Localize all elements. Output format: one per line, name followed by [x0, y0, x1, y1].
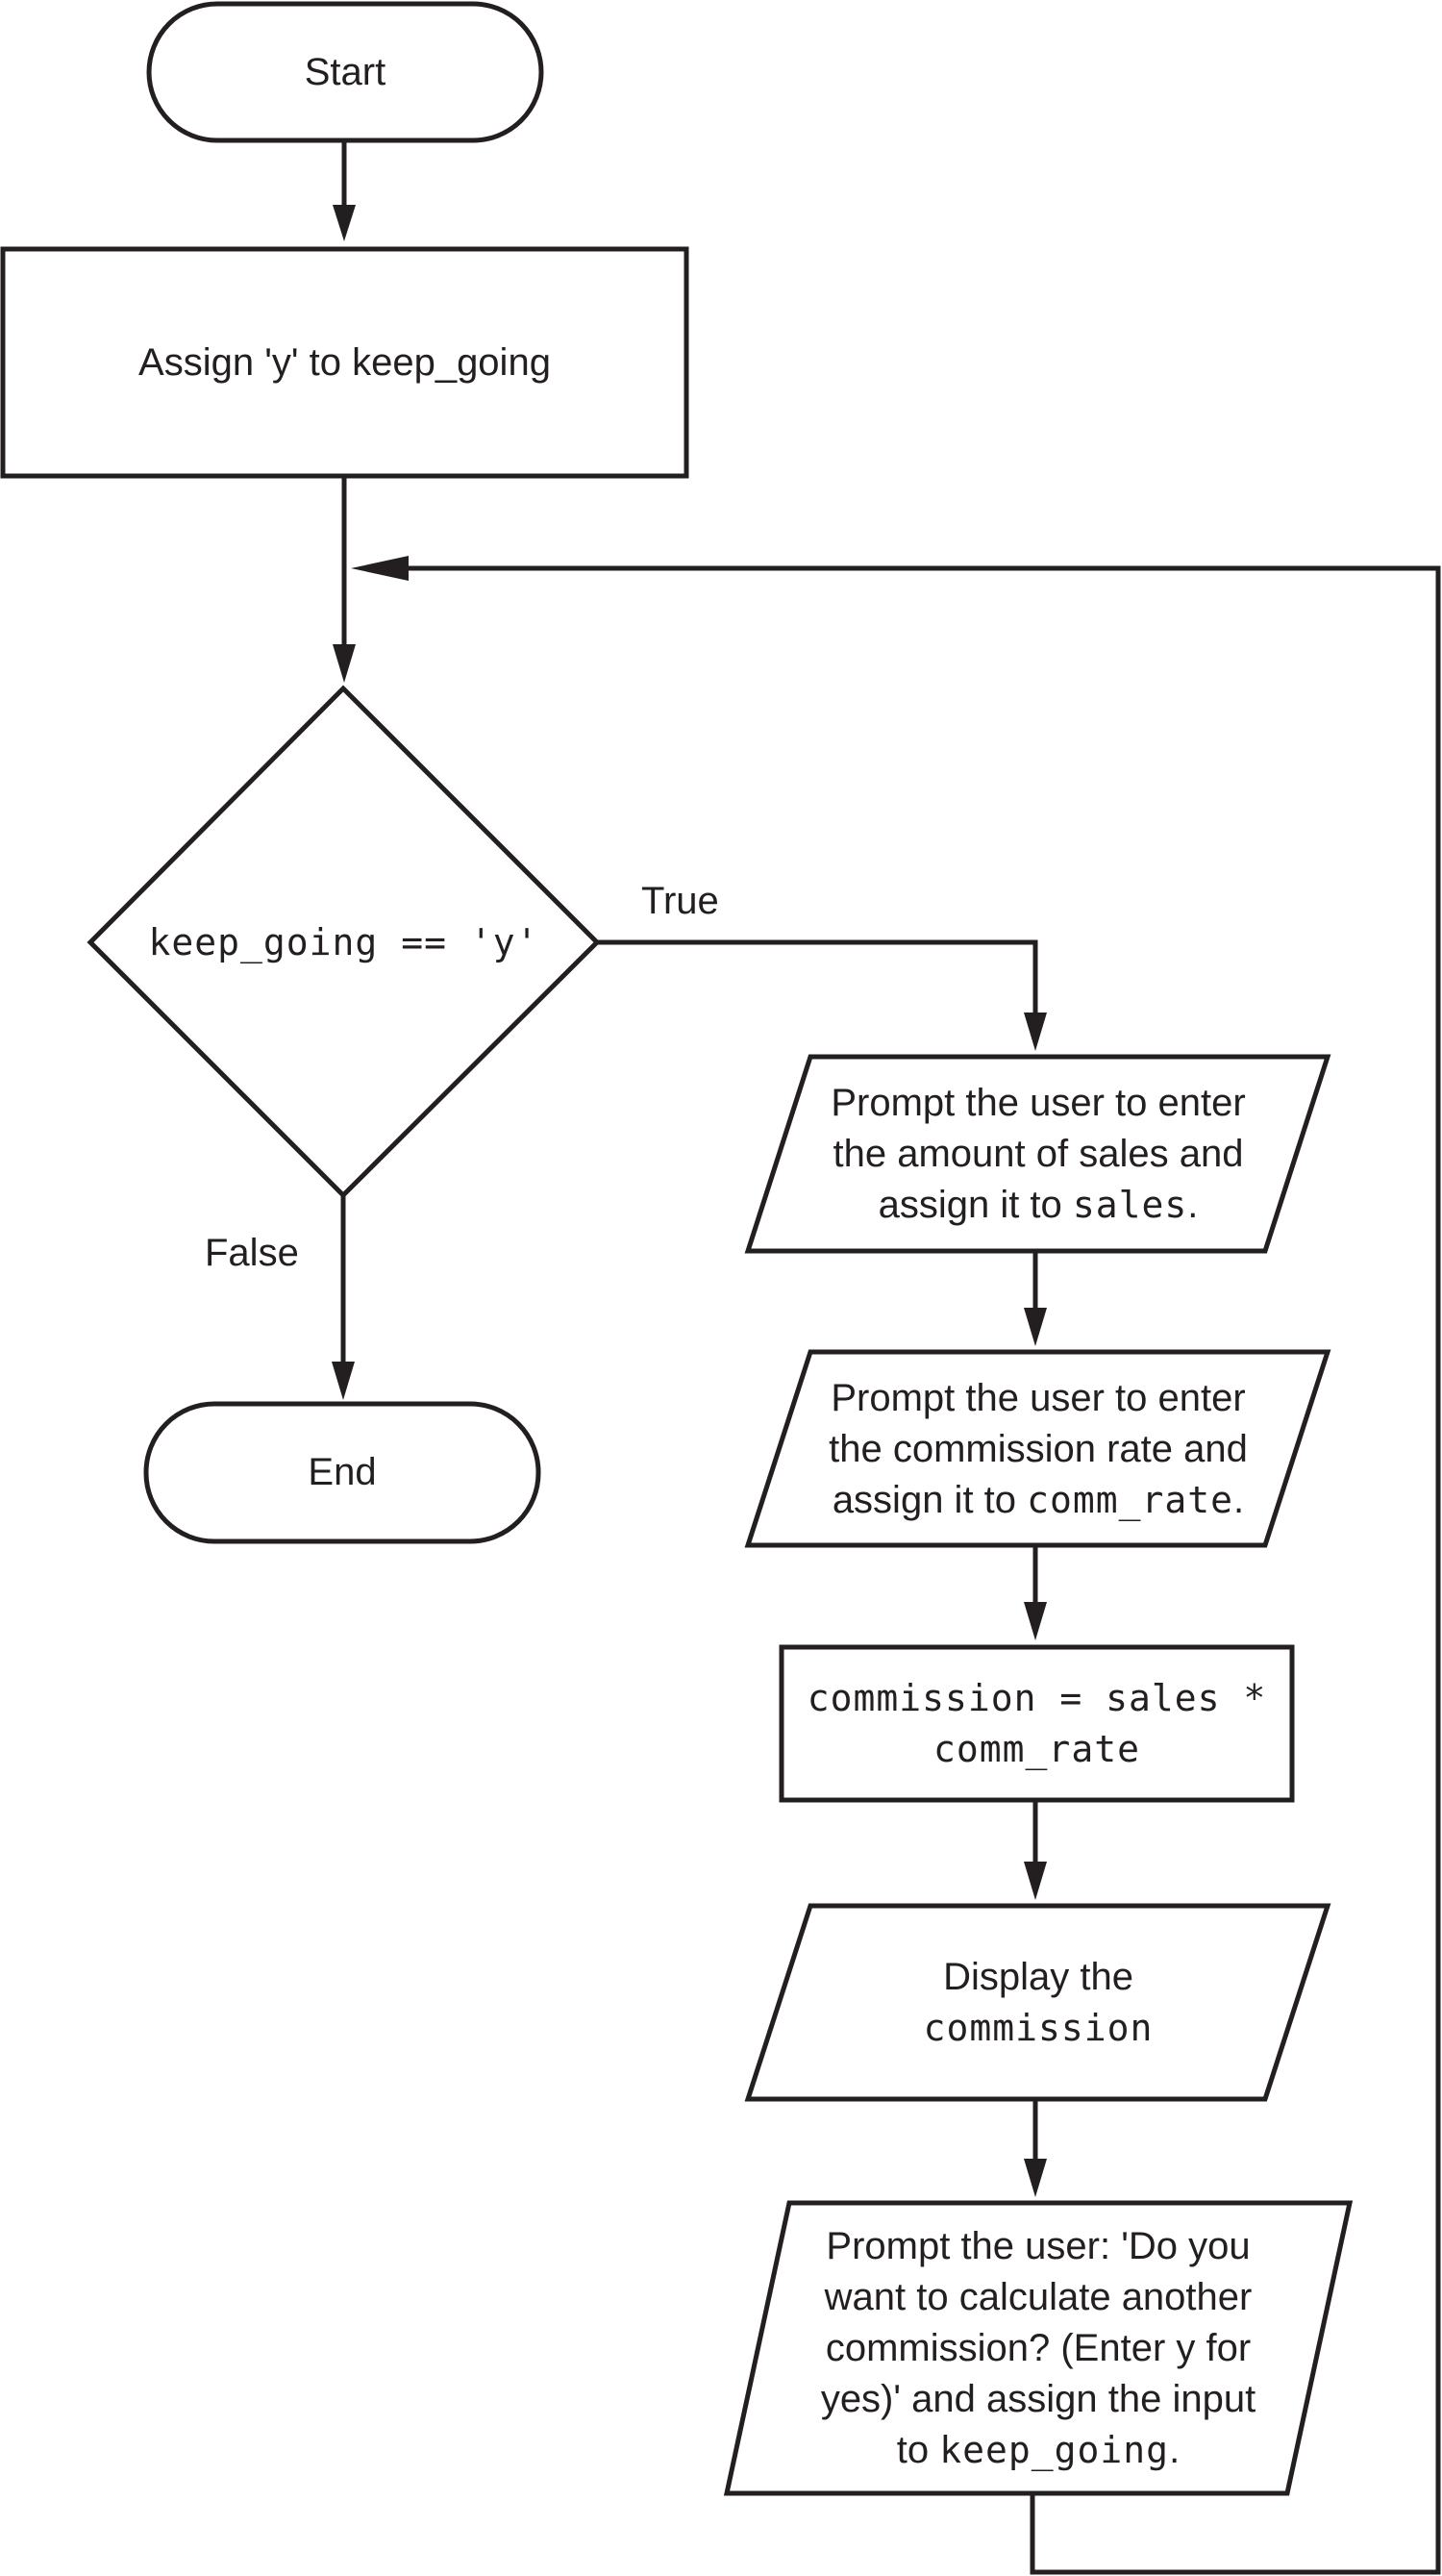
display-label: Display the commission: [769, 1912, 1307, 2094]
prompt-again-line: yes)' and assign the input: [820, 2378, 1256, 2420]
input-rate-line: the commission rate and: [829, 1427, 1248, 1470]
input-sales-text: assign it to: [878, 1183, 1073, 1226]
prompt-again-line: commission? (Enter y for: [825, 2327, 1252, 2369]
period: .: [1233, 1478, 1245, 1521]
true-edge-label: True: [641, 880, 719, 922]
end-text: End: [308, 1451, 377, 1493]
calc-label: commission = sales * comm_rate: [782, 1647, 1292, 1800]
calc-line: commission = sales *: [807, 1676, 1267, 1719]
arrowhead: [333, 644, 356, 683]
input-rate-line: assign it to comm_rate.: [833, 1475, 1244, 1526]
commission-variable: commission: [923, 2007, 1154, 2049]
prompt-again-line: to keep_going.: [897, 2425, 1180, 2476]
calc-line: comm_rate: [933, 1727, 1140, 1770]
arrowhead: [1024, 1602, 1047, 1640]
calc-process-box: [779, 1644, 1295, 1803]
end-terminal: [143, 1401, 541, 1544]
prompt-again-parallelogram: [723, 2200, 1354, 2496]
input-rate-text: assign it to: [832, 1478, 1028, 1521]
display-parallelogram: [744, 1903, 1331, 2102]
input-rate-parallelogram: [744, 1349, 1331, 1548]
start-text: Start: [304, 50, 386, 93]
arrowhead: [1024, 2159, 1047, 2197]
input-sales-label: Prompt the user to enter the amount of s…: [769, 1063, 1307, 1245]
input-sales-line: assign it to sales.: [879, 1180, 1199, 1231]
input-sales-line: Prompt the user to enter: [831, 1081, 1246, 1124]
assign-label: Assign 'y' to keep_going: [3, 249, 686, 476]
prompt-again-label: Prompt the user: 'Do you want to calcula…: [755, 2212, 1322, 2486]
decision-text: keep_going == 'y': [148, 920, 539, 963]
arrowhead: [1024, 1013, 1047, 1051]
start-label: Start: [149, 4, 541, 140]
period: .: [1169, 2429, 1181, 2471]
arrowhead: [333, 205, 356, 241]
input-sales-parallelogram: [744, 1054, 1331, 1254]
decision-label: keep_going == 'y': [90, 904, 597, 981]
connector-loop-back: [389, 565, 1441, 2575]
arrowhead: [1024, 1308, 1047, 1346]
input-rate-label: Prompt the user to enter the commission …: [769, 1358, 1307, 1540]
assign-process-box: [0, 246, 689, 479]
comm-rate-variable: comm_rate: [1027, 1478, 1234, 1521]
sales-variable: sales: [1072, 1183, 1188, 1226]
keep-going-variable: keep_going: [939, 2429, 1170, 2471]
arrowhead: [332, 1362, 355, 1400]
end-label: End: [146, 1404, 538, 1541]
arrowhead: [1024, 1862, 1047, 1900]
prompt-again-text: to: [896, 2429, 940, 2471]
display-line: Display the: [943, 1956, 1133, 1998]
prompt-again-line: Prompt the user: 'Do you: [826, 2225, 1251, 2267]
arrowhead: [351, 556, 409, 581]
connector-true-branch: [597, 939, 1038, 1014]
assign-text: Assign 'y' to keep_going: [138, 340, 551, 384]
prompt-again-line: want to calculate another: [824, 2276, 1253, 2318]
input-sales-line: the amount of sales and: [833, 1132, 1244, 1175]
input-rate-line: Prompt the user to enter: [831, 1376, 1246, 1419]
period: .: [1187, 1183, 1199, 1226]
false-edge-label: False: [205, 1232, 299, 1274]
